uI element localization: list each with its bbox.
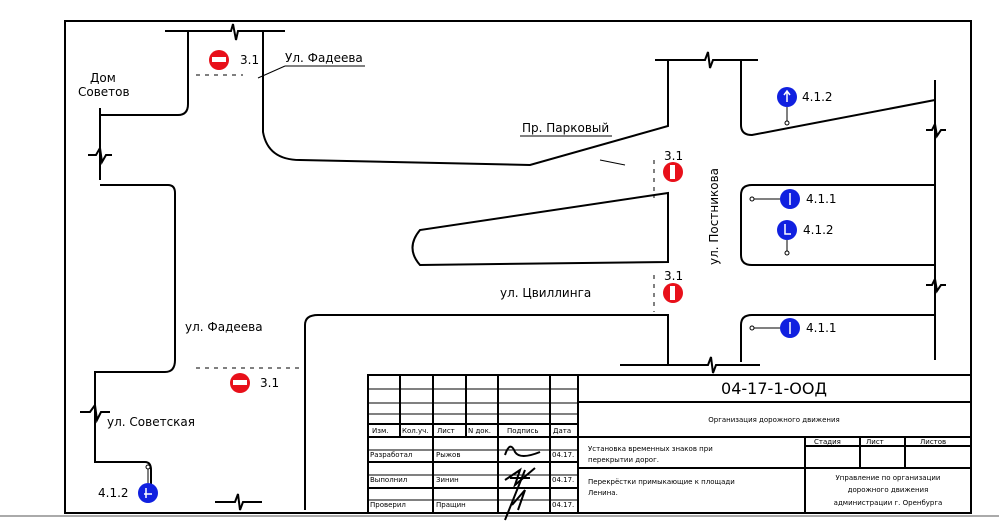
street-label-sovetskaya: ул. Советская (107, 415, 195, 429)
org-line-1: Управление по организации (836, 474, 941, 482)
road-outlines (80, 23, 946, 511)
header-data: Дата (553, 427, 571, 435)
header-list-right: Лист (866, 438, 884, 446)
org-line-3: администрации г. Оренбурга (834, 499, 943, 507)
header-list: Лист (437, 427, 455, 435)
header-podpis: Подпись (507, 427, 539, 435)
location-line-2: Ленина. (588, 489, 618, 497)
description-line-1: Установка временных знаков при (588, 445, 713, 453)
sign-4-1-1-mandatory: 4.1.1 (749, 318, 837, 338)
sign-3-1-no-entry: 3.1 (209, 50, 259, 70)
title-block: Изм. Кол.уч. Лист N док. Подпись Дата Ра… (367, 374, 972, 521)
date: 04.17. (552, 501, 574, 509)
drawing-title: Организация дорожного движения (708, 416, 839, 424)
sign-3-1-no-entry: 3.1 (230, 373, 279, 393)
role: Выполнил (370, 476, 407, 484)
sign-3-1-no-entry: 3.1 (663, 149, 683, 182)
svg-text:3.1: 3.1 (260, 376, 279, 390)
drawing-code: 04-17-1-ООД (721, 379, 827, 398)
org-line-2: дорожного движения (848, 486, 929, 494)
sign-4-1-2-mandatory: 4.1.2 (777, 87, 833, 126)
header-kol-uch: Кол.уч. (402, 427, 428, 435)
svg-text:4.1.1: 4.1.1 (806, 321, 837, 335)
date: 04.17. (552, 451, 574, 459)
name: Рыжов (436, 451, 460, 459)
header-n-dok: N док. (468, 427, 491, 435)
sign-4-1-2-mandatory: 4.1.2 (777, 220, 834, 256)
header-stadiya: Стадия (814, 438, 841, 446)
street-label-postnikova: ул. Постникова (707, 168, 721, 265)
street-label-fadeeva-top: Ул. Фадеева (285, 51, 363, 65)
header-izm: Изм. (372, 427, 388, 435)
svg-text:3.1: 3.1 (240, 53, 259, 67)
street-label-parkovy: Пр. Парковый (522, 121, 609, 135)
header-listov: Листов (920, 438, 946, 446)
svg-text:4.1.2: 4.1.2 (98, 486, 129, 500)
role: Проверил (370, 501, 406, 509)
sign-3-1-no-entry: 3.1 (663, 269, 683, 303)
name: Пращин (436, 501, 466, 509)
date: 04.17. (552, 476, 574, 484)
location-line-1: Перекрёстки примыкающие к площади (588, 478, 735, 486)
svg-text:4.1.2: 4.1.2 (802, 90, 833, 104)
svg-text:4.1.1: 4.1.1 (806, 192, 837, 206)
role: Разработал (370, 451, 412, 459)
street-label-fadeeva-bottom: ул. Фадеева (185, 320, 263, 334)
description-line-2: перекрытии дорог. (588, 456, 659, 464)
sign-4-1-2-mandatory: 4.1.2 (98, 464, 158, 503)
label-dom-sovetov-2: Советов (78, 85, 130, 99)
barriers (196, 74, 655, 369)
label-dom-sovetov-1: Дом (90, 71, 116, 85)
svg-text:3.1: 3.1 (664, 269, 683, 283)
signatures (504, 445, 541, 521)
svg-text:4.1.2: 4.1.2 (803, 223, 834, 237)
street-label-tsvillinga: ул. Цвиллинга (500, 286, 591, 300)
sign-4-1-1-mandatory: 4.1.1 (749, 189, 837, 209)
name: Зинин (436, 476, 459, 484)
svg-text:3.1: 3.1 (664, 149, 683, 163)
